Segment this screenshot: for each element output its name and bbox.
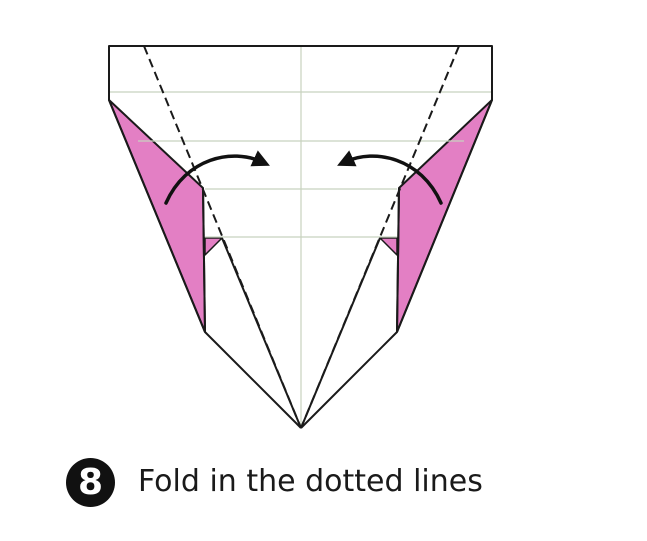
crease-lines (109, 46, 492, 428)
right-vertical-edge (396, 187, 400, 333)
right-pink-inner-flap (379, 237, 398, 256)
step-number-badge: 8 (66, 458, 115, 507)
left-fold-arrow (164, 150, 270, 205)
right-dotted-fold-line (300, 45, 460, 429)
left-lower-edge (204, 331, 302, 429)
left-vertical-edge (202, 187, 206, 333)
right-fold-arrow (337, 150, 443, 205)
right-lower-edge (300, 331, 398, 429)
top-edge (108, 45, 493, 100)
left-pink-inner-flap (204, 237, 223, 256)
left-outer-edge (108, 99, 206, 333)
dotted-fold-lines (143, 45, 460, 429)
step-instruction: Fold in the dotted lines (138, 464, 483, 499)
left-dotted-fold-line (143, 45, 302, 429)
fold-arrows (164, 150, 443, 205)
right-outer-edge (396, 99, 493, 333)
